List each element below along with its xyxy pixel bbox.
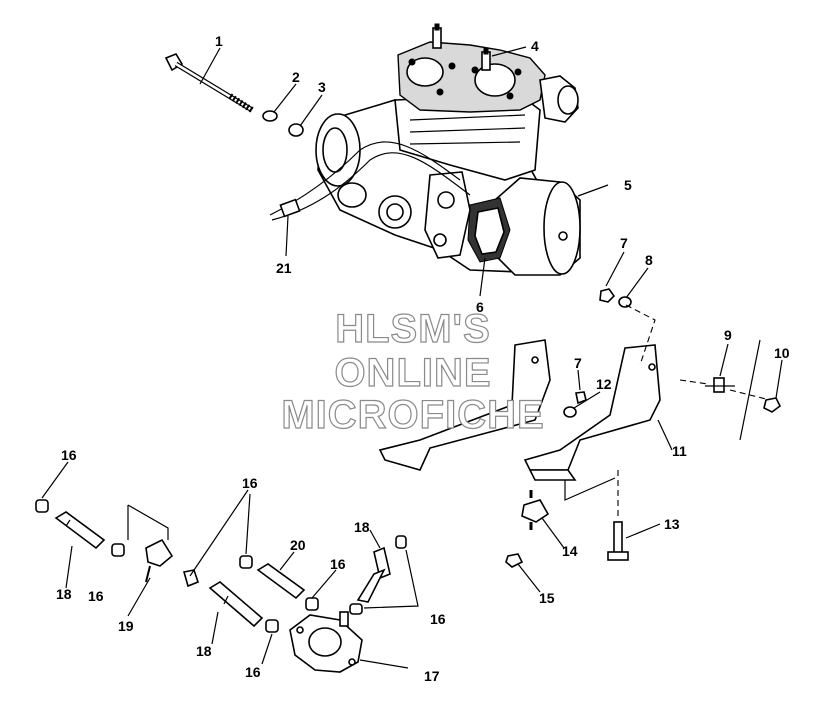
watermark: HLSM'S ONLINE MICROFICHE <box>281 306 545 437</box>
callout-16-a: 16 <box>61 447 77 463</box>
callout-7-mid: 7 <box>574 355 582 371</box>
callout-12: 12 <box>596 376 612 392</box>
callout-14: 14 <box>562 543 578 559</box>
bolt-washer-group <box>164 53 304 137</box>
callout-16-e: 16 <box>430 611 446 627</box>
callout-15: 15 <box>539 590 555 606</box>
callout-16-c: 16 <box>88 588 104 604</box>
callout-21: 21 <box>276 260 292 276</box>
leader-lines <box>41 46 783 669</box>
callout-9: 9 <box>724 327 732 343</box>
engine-assembly <box>269 23 581 276</box>
callout-10: 10 <box>774 345 790 361</box>
callout-2: 2 <box>292 69 300 85</box>
callout-17: 17 <box>424 668 440 684</box>
callout-4: 4 <box>531 38 539 54</box>
callout-13: 13 <box>664 516 680 532</box>
callout-18-a: 18 <box>56 586 72 602</box>
callout-labels: 1 2 3 4 5 6 21 7 8 9 10 7 12 11 13 14 15… <box>56 33 790 684</box>
hose-fittings <box>35 499 419 673</box>
engine-mount-brackets <box>378 339 661 481</box>
callout-3: 3 <box>318 79 326 95</box>
callout-16-f: 16 <box>245 664 261 680</box>
callout-18-c: 18 <box>354 519 370 535</box>
callout-1: 1 <box>215 33 223 49</box>
callout-8: 8 <box>645 252 653 268</box>
callout-11: 11 <box>672 443 687 459</box>
callout-5: 5 <box>624 177 632 193</box>
callout-20: 20 <box>290 537 306 553</box>
callout-18-b: 18 <box>196 643 212 659</box>
callout-16-b: 16 <box>242 475 258 491</box>
callout-19: 19 <box>118 618 134 634</box>
watermark-line-2: ONLINE <box>334 351 491 395</box>
callout-6: 6 <box>476 299 484 315</box>
callout-7-top: 7 <box>620 235 628 251</box>
watermark-line-3: MICROFICHE <box>281 393 544 437</box>
callout-16-d: 16 <box>330 556 346 572</box>
watermark-line-1: HLSM'S <box>335 307 491 351</box>
